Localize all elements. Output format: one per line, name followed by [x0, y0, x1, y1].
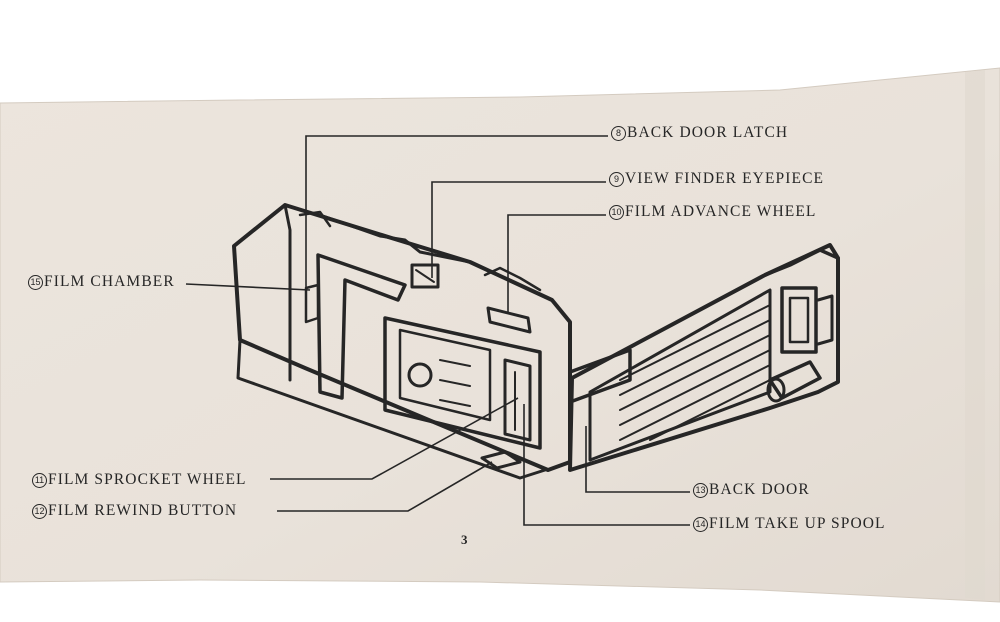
film-gate — [383, 316, 542, 450]
callout-text: FILM TAKE UP SPOOL — [709, 515, 886, 532]
callout-text: FILM ADVANCE WHEEL — [625, 203, 817, 220]
film-chamber-recess — [316, 253, 407, 400]
viewfinder-window — [410, 263, 440, 289]
leader-advance-wheel — [507, 214, 606, 314]
callout-text: BACK DOOR LATCH — [627, 124, 789, 141]
callout-number: 11 — [32, 473, 47, 488]
leader-back-door — [585, 426, 690, 493]
leader-sprocket-wheel — [270, 397, 519, 480]
advance-wheel-shape — [486, 306, 532, 334]
rewind-button — [480, 450, 522, 470]
leader-back-door-latch — [305, 135, 608, 294]
paper-sheet — [0, 67, 1000, 603]
callout-number: 12 — [32, 504, 47, 519]
callout-number: 14 — [693, 517, 708, 532]
callout-number: 13 — [693, 483, 708, 498]
take-up-spool-shape — [768, 360, 822, 400]
leader-view-finder — [431, 181, 606, 278]
callout-text: FILM CHAMBER — [44, 273, 175, 290]
callout-text: BACK DOOR — [709, 481, 810, 498]
page-number: 3 — [461, 532, 468, 547]
callout-text: FILM SPROCKET WHEEL — [48, 471, 247, 488]
camera-illustration — [232, 203, 840, 480]
leader-take-up-spool — [523, 404, 690, 526]
callout-text: FILM REWIND BUTTON — [48, 502, 238, 519]
leader-rewind-button — [277, 461, 493, 512]
callout-number: 8 — [611, 126, 626, 141]
callout-text: VIEW FINDER EYEPIECE — [625, 170, 825, 187]
callout-number: 10 — [609, 205, 624, 220]
leader-lines — [185, 135, 690, 526]
callout-number: 15 — [28, 275, 43, 290]
callout-number: 9 — [609, 172, 624, 187]
leader-film-chamber — [185, 283, 311, 291]
door-latch-block — [780, 286, 818, 354]
